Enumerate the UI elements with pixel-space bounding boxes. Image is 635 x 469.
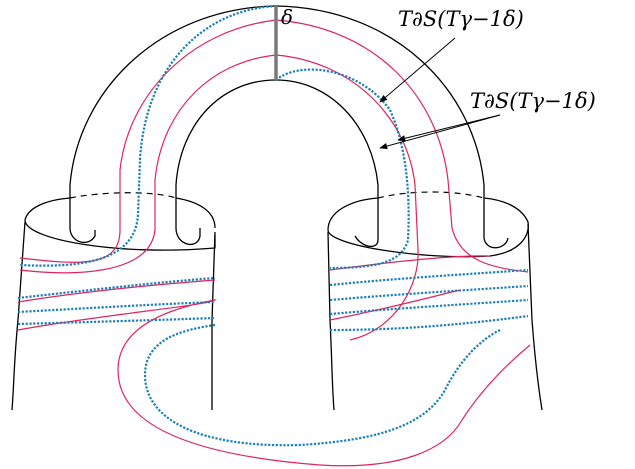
- left-body-inner: [212, 232, 215, 410]
- delta-label: δ: [281, 5, 293, 29]
- curve-label-lower: T∂S(Tγ−1δ): [470, 89, 596, 113]
- right-body-inner: [328, 232, 334, 410]
- red-curves: [18, 20, 530, 466]
- blue-strand-4: [330, 270, 528, 285]
- hidden-back-edge: [70, 193, 176, 198]
- right-body-outer: [528, 224, 542, 410]
- blue-strand-1: [18, 278, 215, 298]
- handle-inner-arch: [176, 80, 378, 240]
- left-body-outer: [12, 222, 25, 410]
- red-curve-outer: [20, 20, 528, 272]
- hidden-back-edge-right: [378, 192, 484, 198]
- left-tube-rim-cap: [70, 228, 95, 242]
- red-curve-lower-right: [330, 256, 490, 270]
- blue-strand-3: [18, 318, 215, 324]
- blue-strand-6: [330, 300, 528, 314]
- left-tube-top-right: [176, 198, 215, 228]
- blue-curve-bottom-loop: [145, 316, 528, 445]
- arrow-lower-head: [398, 115, 500, 140]
- right-tube-cap-right: [484, 238, 508, 248]
- left-tube-inner-cap: [176, 228, 200, 244]
- arrow-upper: [380, 38, 455, 102]
- blue-curve-inner-arch: [276, 70, 409, 268]
- red-curve-lower-left: [18, 280, 215, 302]
- curve-label-upper: T∂S(Tγ−1δ): [398, 7, 524, 31]
- blue-curve-main: [20, 6, 276, 266]
